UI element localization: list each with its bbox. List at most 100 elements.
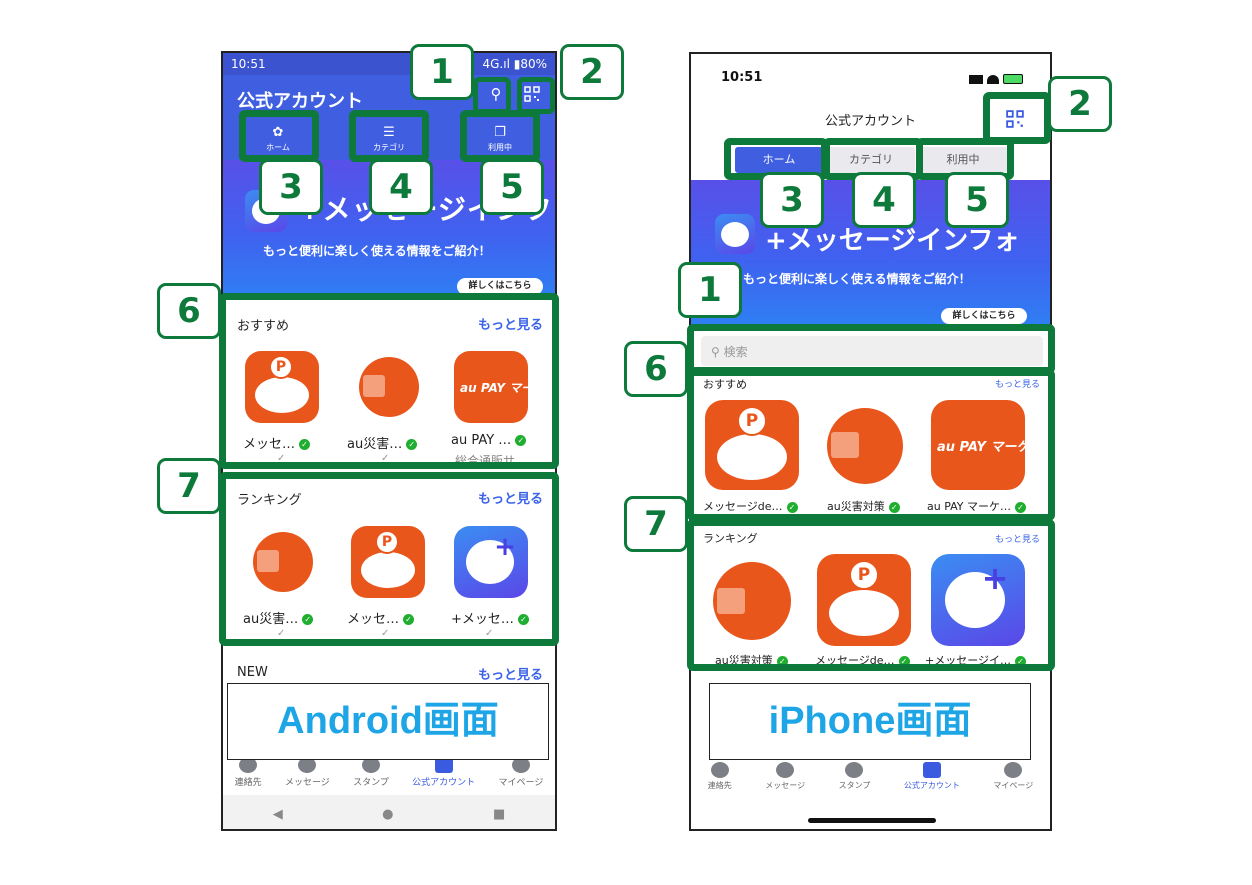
- app-label: メッセージde…✓: [815, 652, 910, 668]
- app-icon-message-de[interactable]: P: [351, 526, 425, 598]
- search-icon: ⚲: [711, 345, 720, 359]
- verified-icon: ✓: [1015, 501, 1027, 513]
- caption-android: Android画面: [227, 683, 549, 760]
- app-label: +メッセ…✓: [451, 608, 529, 627]
- app-icon-plus-message[interactable]: +: [454, 526, 528, 598]
- section-title-recommended: おすすめ: [703, 378, 747, 391]
- section-title-ranking: ランキング: [237, 493, 302, 508]
- tab-contacts[interactable]: 連絡先: [235, 757, 262, 788]
- search-icon[interactable]: ⚲: [490, 85, 502, 103]
- more-link-ranking[interactable]: もっと見る: [995, 535, 1041, 545]
- highlight-ranking: [687, 519, 1055, 671]
- verified-icon: ✓: [898, 655, 910, 667]
- app-icon-message-de[interactable]: P: [245, 351, 319, 423]
- highlight-ranking: [219, 472, 559, 646]
- annotation-6-iphone: 6: [624, 341, 688, 397]
- tab-official-accounts[interactable]: 公式アカウント: [412, 757, 475, 788]
- app-icon-plus-message[interactable]: +: [931, 554, 1025, 646]
- verified-icon: ✓: [1015, 655, 1026, 667]
- app-icon-message-de[interactable]: P: [817, 554, 911, 646]
- details-button[interactable]: 詳しくはこちら: [457, 278, 543, 295]
- highlight-in-use-tab: [460, 110, 540, 162]
- app-icon-au-pay-market[interactable]: au PAY マーケット: [454, 351, 528, 423]
- highlight-category-tab: [349, 110, 429, 162]
- app-label: au災害対策✓: [715, 652, 788, 668]
- highlight-qr: [983, 92, 1051, 144]
- signal-icon: [969, 75, 983, 84]
- tab-home[interactable]: ✿ホーム: [247, 123, 309, 155]
- banner-subline: もっと便利に楽しく使える情報をご紹介！: [743, 272, 971, 286]
- more-link-new[interactable]: もっと見る: [478, 668, 544, 683]
- annotation-4-android: 4: [369, 159, 433, 215]
- app-icon-au-pay-market[interactable]: au PAY マーケット: [931, 400, 1025, 490]
- tab-home[interactable]: ホーム: [735, 147, 823, 173]
- more-link-recommended[interactable]: もっと見る: [478, 318, 544, 333]
- message-icon: [776, 762, 795, 778]
- tab-in-use[interactable]: 利用中: [919, 147, 1007, 173]
- more-dots-icon: [1004, 762, 1023, 778]
- app-label: au災害…✓: [243, 608, 314, 627]
- search-placeholder: 検索: [723, 345, 748, 359]
- bottom-tab-bar: 連絡先 メッセージ スタンプ 公式アカウント マイページ: [691, 762, 1050, 791]
- app-icon-au-disaster[interactable]: [351, 351, 425, 423]
- app-icon-au-disaster[interactable]: [819, 400, 911, 490]
- back-icon[interactable]: ◀: [272, 806, 283, 822]
- tab-category[interactable]: カテゴリ: [827, 147, 915, 173]
- details-button[interactable]: 詳しくはこちら: [941, 308, 1027, 324]
- app-label: +メッセージイ…✓: [925, 652, 1026, 668]
- app-label: au PAY …✓: [451, 433, 527, 448]
- highlight-recommended: [687, 369, 1055, 521]
- qr-code-icon[interactable]: [521, 83, 543, 105]
- tab-messages[interactable]: メッセージ: [285, 757, 330, 788]
- tab-mypage[interactable]: マイページ: [993, 762, 1033, 791]
- tab-stamps[interactable]: スタンプ: [353, 757, 389, 788]
- app-icon-message-de[interactable]: P: [705, 400, 799, 490]
- sub-label: ✓: [381, 628, 390, 639]
- section-title-recommended: おすすめ: [237, 319, 290, 334]
- sub-label: ✓: [277, 628, 286, 639]
- highlight-home-tab: [239, 110, 319, 162]
- more-link-recommended[interactable]: もっと見る: [995, 380, 1041, 390]
- banner-subline: もっと便利に楽しく使える情報をご紹介！: [263, 244, 491, 258]
- page-title: 公式アカウント: [237, 91, 363, 112]
- plus-message-icon: [715, 214, 755, 254]
- banner-headline: +メッセージインフォ: [765, 226, 1020, 256]
- app-label: メッセ…✓: [243, 433, 311, 452]
- app-label: au PAY マーケ…✓: [927, 498, 1027, 514]
- status-indicators: 4G.ıl ▮80%: [482, 57, 547, 71]
- verified-icon: ✓: [888, 501, 900, 513]
- verified-icon: ✓: [517, 614, 529, 625]
- tab-mypage[interactable]: マイページ: [499, 757, 543, 788]
- app-icon-au-disaster[interactable]: [705, 554, 799, 646]
- tab-official-accounts[interactable]: 公式アカウント: [904, 762, 960, 791]
- app-icon-au-disaster[interactable]: [245, 526, 319, 598]
- verified-icon: ✓: [403, 614, 415, 625]
- annotation-4-iphone: 4: [852, 172, 916, 228]
- sub-label: ✓: [485, 628, 494, 639]
- verified-icon: ✓: [406, 439, 418, 450]
- annotation-5-android: 5: [480, 159, 544, 215]
- annotation-7-iphone: 7: [624, 496, 688, 552]
- tab-in-use[interactable]: ❐利用中: [469, 123, 531, 155]
- app-label: メッセージde…✓: [703, 498, 798, 514]
- verified-icon: ✓: [786, 501, 798, 513]
- bottom-tab-bar: 連絡先 メッセージ スタンプ 公式アカウント マイページ: [223, 757, 555, 788]
- tab-category[interactable]: ☰カテゴリ: [358, 123, 420, 155]
- verified-icon: ✓: [299, 439, 311, 450]
- highlight-search: [473, 77, 511, 114]
- copy-icon: ❐: [494, 125, 506, 140]
- section-title-new: NEW: [237, 665, 268, 680]
- tab-messages[interactable]: メッセージ: [765, 762, 805, 791]
- verified-icon: ✓: [776, 655, 788, 667]
- home-button-icon[interactable]: ●: [382, 806, 394, 822]
- search-input[interactable]: ⚲ 検索: [701, 336, 1043, 366]
- status-bar: 10:51 4G.ıl ▮80%: [223, 53, 555, 75]
- more-dots-icon: [511, 757, 530, 773]
- header: 公式アカウント ⚲ ✿ホーム ☰カテゴリ ❐利用中: [223, 75, 555, 160]
- stamp-icon: [845, 762, 864, 778]
- qr-code-icon[interactable]: [1006, 110, 1024, 132]
- tab-stamps[interactable]: スタンプ: [839, 762, 870, 791]
- more-link-ranking[interactable]: もっと見る: [478, 492, 544, 507]
- tab-contacts[interactable]: 連絡先: [708, 762, 732, 791]
- recents-icon[interactable]: ■: [492, 806, 506, 822]
